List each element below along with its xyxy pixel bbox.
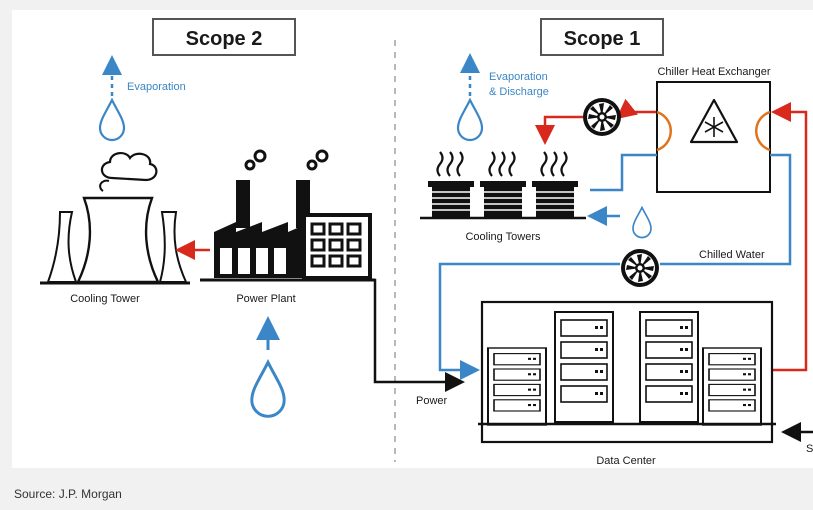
scope2-title: Scope 2 [186, 28, 263, 50]
heat-coil-left [656, 110, 672, 152]
scope2-evaporation-label: Evaporation [127, 81, 186, 93]
scope1-evaporation-line2: & Discharge [489, 86, 549, 98]
power-plant-label: Power Plant [236, 293, 295, 305]
water-drop-icon [456, 98, 484, 142]
water-drop-large-icon [250, 360, 286, 418]
power-line [370, 278, 465, 392]
cooling-tower-label: Cooling Tower [70, 293, 140, 305]
hot-water-return [760, 102, 808, 372]
chilled-water-line [660, 153, 792, 266]
data-center-label: Data Center [596, 455, 656, 467]
chilled-water-label: Chilled Water [699, 249, 765, 261]
cooling-tower-icon [40, 152, 190, 285]
fan-icon-bottom [621, 249, 659, 287]
scope1-evaporation-line1: Evaporation [489, 71, 548, 83]
cooling-towers-label: Cooling Towers [465, 231, 541, 243]
heat-coil-right [755, 110, 771, 152]
cooling-tower-unit-2 [478, 150, 528, 220]
fan-icon-top [583, 98, 621, 136]
power-label: Power [416, 395, 448, 407]
scope2-title-box: Scope 2 [152, 18, 296, 56]
server-rack-1 [487, 347, 547, 426]
scope1-title-box: Scope 1 [540, 18, 664, 56]
snowflake-warning-icon [689, 98, 739, 144]
server-rack-3 [639, 311, 699, 423]
scope1-title: Scope 1 [564, 28, 641, 50]
cooling-tower-unit-1 [426, 150, 476, 220]
cut-off-label: S [806, 443, 813, 455]
hot-water-to-fan [616, 98, 656, 120]
cooling-tower-unit-3 [530, 150, 580, 220]
server-rack-2 [554, 311, 614, 423]
chilled-water-to-datacenter [438, 262, 620, 380]
server-rack-4 [702, 347, 762, 426]
makeup-water-drop-icon [632, 206, 652, 239]
chiller-label: Chiller Heat Exchanger [657, 66, 770, 78]
water-drop-icon [98, 98, 126, 142]
hot-water-to-towers [535, 115, 583, 145]
power-plant-icon [200, 149, 375, 282]
cool-water-return [590, 153, 657, 192]
source-caption: Source: J.P. Morgan [14, 487, 122, 501]
